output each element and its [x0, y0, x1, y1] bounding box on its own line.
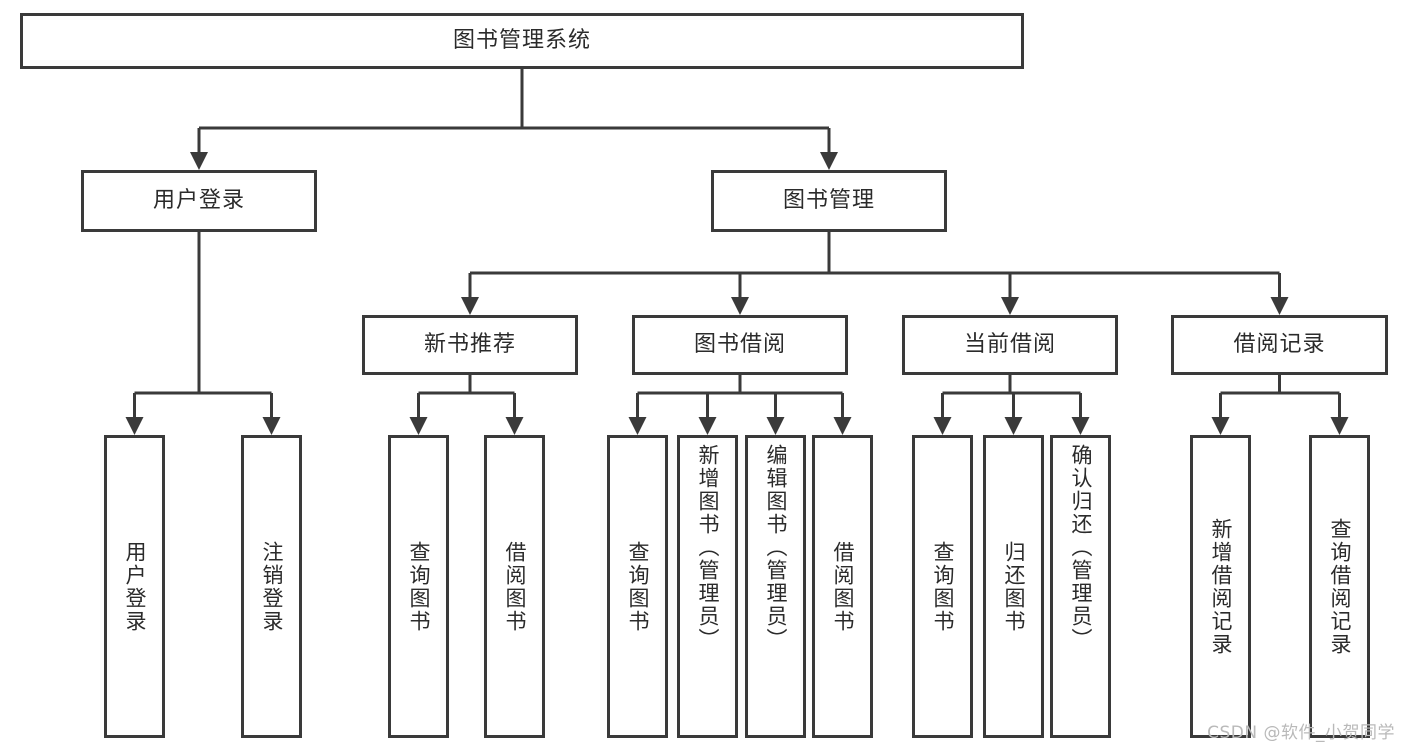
node-label: 查询图书: [625, 540, 650, 633]
leaf-query-borrow-record[interactable]: 查询借阅记录: [1309, 435, 1370, 738]
leaf-logout[interactable]: 注销登录: [241, 435, 302, 738]
leaf-add-book-admin[interactable]: 新增图书（管理员）: [677, 435, 738, 738]
node-label: 查询图书: [406, 540, 431, 633]
node-label: 确认归还（管理员）: [1068, 444, 1093, 651]
node-label: 用户登录: [152, 188, 245, 213]
node-label: 新书推荐: [423, 332, 516, 357]
leaf-edit-book-admin[interactable]: 编辑图书（管理员）: [745, 435, 806, 738]
node-label: 查询图书: [930, 540, 955, 633]
node-label: 图书管理系统: [452, 28, 591, 53]
leaf-current-query-books[interactable]: 查询图书: [912, 435, 973, 738]
node-label: 注销登录: [259, 540, 284, 633]
watermark: CSDN @软件_小贺同学: [1207, 723, 1395, 743]
node-label: 查询借阅记录: [1327, 517, 1352, 656]
node-new-book-recommend[interactable]: 新书推荐: [362, 315, 578, 375]
node-label: 用户登录: [122, 540, 147, 633]
leaf-recommend-query-books[interactable]: 查询图书: [388, 435, 449, 738]
node-label: 借阅图书: [830, 540, 855, 633]
leaf-borrow-query-books[interactable]: 查询图书: [607, 435, 668, 738]
node-label: 新增借阅记录: [1208, 517, 1233, 656]
node-label: 编辑图书（管理员）: [763, 444, 788, 651]
node-root-system[interactable]: 图书管理系统: [20, 13, 1024, 69]
leaf-user-login[interactable]: 用户登录: [104, 435, 165, 738]
leaf-confirm-return-admin[interactable]: 确认归还（管理员）: [1050, 435, 1111, 738]
node-label: 借阅记录: [1233, 332, 1326, 357]
node-label: 图书管理: [782, 188, 875, 213]
node-book-management[interactable]: 图书管理: [711, 170, 947, 232]
node-user-login[interactable]: 用户登录: [81, 170, 317, 232]
node-label: 图书借阅: [693, 332, 786, 357]
node-borrow-record[interactable]: 借阅记录: [1171, 315, 1388, 375]
node-label: 归还图书: [1001, 540, 1026, 633]
node-book-borrow[interactable]: 图书借阅: [632, 315, 848, 375]
leaf-add-borrow-record[interactable]: 新增借阅记录: [1190, 435, 1251, 738]
node-label: 借阅图书: [502, 540, 527, 633]
leaf-return-books[interactable]: 归还图书: [983, 435, 1044, 738]
node-label: 当前借阅: [963, 332, 1056, 357]
node-current-borrow[interactable]: 当前借阅: [902, 315, 1118, 375]
node-label: 新增图书（管理员）: [695, 444, 720, 651]
leaf-borrow-books[interactable]: 借阅图书: [812, 435, 873, 738]
leaf-recommend-borrow-books[interactable]: 借阅图书: [484, 435, 545, 738]
